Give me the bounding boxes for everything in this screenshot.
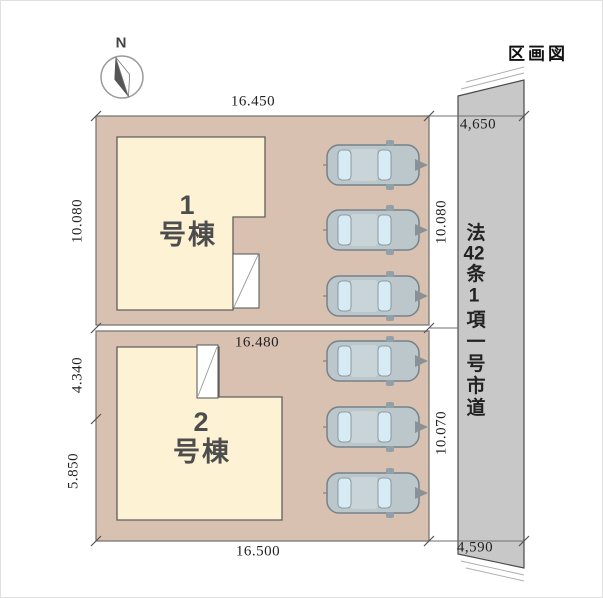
building-1-label: 1 号棟 [159, 190, 217, 250]
building-2-label: 2 号棟 [173, 407, 231, 467]
car-icon [326, 270, 420, 322]
building-1-number: 1 [179, 189, 197, 220]
car-icon [326, 401, 420, 453]
dimension-lines [429, 115, 524, 542]
direction-arrow-icon [415, 159, 428, 171]
dimension-top-width: 16.450 [230, 93, 276, 110]
dimension-plot1-right-height: 10.080 [433, 199, 450, 245]
road-end-hatch-top [460, 66, 525, 90]
dimension-middle-width: 16.480 [234, 334, 280, 351]
parking-row-1 [323, 139, 428, 191]
direction-arrow-icon [415, 487, 428, 499]
direction-arrow-icon [415, 355, 428, 367]
porch-1-step-line [233, 254, 259, 308]
parking-row-2 [323, 204, 428, 256]
road-label: 法42条1項一号市道 [463, 222, 485, 420]
building-1-footprint [116, 136, 266, 311]
parking-row-4 [323, 335, 428, 387]
car-icon [326, 467, 420, 519]
direction-arrow-icon [415, 224, 428, 236]
road-end-hatch-bottom [460, 560, 525, 582]
dimension-bottom-width: 16.500 [235, 543, 281, 560]
parking-row-3 [323, 270, 428, 322]
building-2-suffix: 号棟 [173, 437, 231, 467]
car-icon [326, 335, 420, 387]
road-label-suffix: 条1項一号市道 [463, 263, 485, 420]
building-2-footprint [116, 346, 283, 521]
dimension-plot2-left-lower: 5.850 [65, 452, 82, 490]
car-icon [326, 204, 420, 256]
road-label-prefix: 法 [463, 222, 485, 245]
parking-row-5 [323, 401, 428, 453]
porch-2-step-line [197, 346, 218, 397]
dimension-plot1-left-height: 10.080 [69, 198, 86, 244]
dimension-plot2-left-upper: 4.340 [69, 356, 86, 394]
compass-icon [100, 55, 144, 99]
building-2-number: 2 [193, 406, 211, 437]
page-title: 区画図 [508, 44, 568, 64]
dimension-road-top-width: 4,650 [459, 116, 497, 133]
building-1-suffix: 号棟 [159, 220, 217, 250]
car-icon [326, 139, 420, 191]
north-label: N [115, 34, 127, 52]
road-label-number: 42 [463, 244, 485, 264]
dimension-road-bottom-width: 4,590 [456, 539, 494, 556]
road-area [457, 79, 525, 569]
parking-row-6 [323, 467, 428, 519]
direction-arrow-icon [415, 290, 428, 302]
dimension-plot2-right-height: 10.070 [433, 410, 450, 456]
direction-arrow-icon [415, 421, 428, 433]
